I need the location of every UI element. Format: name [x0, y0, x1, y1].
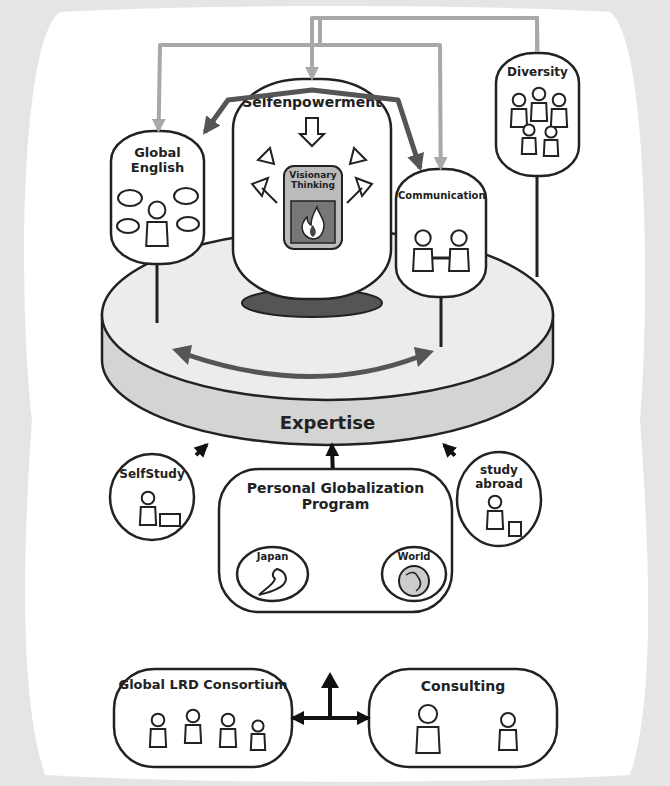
pod-node: Communication — [395, 168, 487, 298]
connector-arrow — [196, 445, 207, 455]
node-label: Diversity — [498, 66, 577, 80]
connector-arrow — [444, 445, 455, 456]
program-box: Personal Globalization ProgramJapan World — [218, 468, 453, 613]
node-outline — [395, 168, 487, 298]
circle-node: study abroad — [455, 450, 543, 548]
pod-node: Diversity — [495, 52, 580, 177]
node-label: World — [383, 551, 445, 563]
node-outline — [108, 452, 196, 542]
up-arrow-stem — [328, 684, 332, 718]
region-circle: World — [380, 545, 448, 603]
node-label: Global LRD Consortium — [116, 678, 290, 693]
service-box: Consulting — [368, 668, 558, 768]
pod-node: Global English — [110, 130, 205, 265]
white-blob — [24, 6, 648, 782]
core-box: Visionary Thinking — [283, 165, 343, 250]
node-label: Consulting — [371, 678, 555, 694]
connector-arrow — [293, 716, 368, 720]
capsule-node: SelfenpowermentVisionary Thinking — [232, 78, 392, 300]
node-label: Japan — [238, 551, 307, 563]
node-label: SelfStudy — [111, 468, 193, 482]
node-label: Communication — [398, 190, 484, 202]
up-arrow-head — [321, 672, 339, 688]
node-label: Personal Globalization Program — [221, 480, 450, 512]
connector-arrow — [330, 445, 335, 468]
node-label: study abroad — [458, 464, 540, 492]
service-box: Global LRD Consortium — [113, 668, 293, 768]
region-circle: Japan — [235, 545, 310, 603]
node-label: Visionary Thinking — [286, 170, 340, 191]
node-label: Expertise — [103, 413, 552, 434]
node-label: Global English — [113, 146, 202, 176]
circle-node: SelfStudy — [108, 452, 196, 542]
node-label: Selfenpowerment — [235, 94, 389, 110]
